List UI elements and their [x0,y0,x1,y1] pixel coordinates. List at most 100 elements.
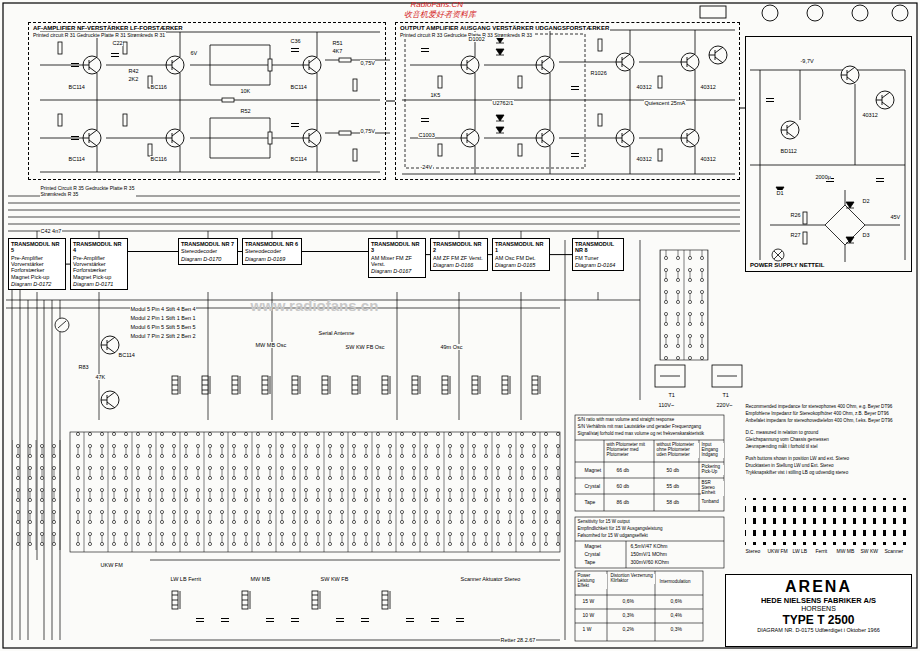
schematic-label: LW LB Ferrit [170,576,201,582]
schematic-label: 86 db [616,500,630,506]
schematic-label: 0,75V [360,128,375,134]
schematic-label: 1 W [582,627,592,633]
schematic-label: 2000µ [815,174,831,180]
schematic-label: 2K2 [128,76,139,82]
schematic-label: SW KW FB [320,576,349,582]
schematic-label: C36 [290,38,301,44]
node-text: Diagram D-0171 [73,281,125,287]
schematic-label: Ferrit [815,549,828,555]
schematic-label: Empfohlene Impedanz für Stereokopfhörer … [745,411,889,416]
node-text: Diagram D-0170 [181,256,235,262]
schematic-label: Recommended impedance for stereophones 4… [745,404,893,409]
title-block: ARENAHEDE NIELSENS FABRIKER A/SHORSENSTY… [725,574,912,647]
schematic-label: 0,4% [670,613,682,619]
schematic-label: 10 W [582,613,595,619]
schematic-label: Gleichspannung vom Chassis gemessen [745,437,829,442]
watermark: www.radiofans.cn [250,298,379,315]
node-text: Stereodecoder [181,248,235,254]
schematic-label: 40312 [862,112,878,118]
node-text: Stereodecoder [245,248,299,254]
node-heading: TRANSMODUL NR 5 [11,241,63,254]
node-text: TYPE T 2500 [730,613,907,627]
node-text: HEDE NIELSENS FABRIKER A/S [730,596,907,605]
schematic-label: Retter 28.2.67 [500,637,536,643]
schematic-label: 1K5 [430,92,441,98]
schematic-label: MW MB [836,549,855,555]
schematic-label: R52 [240,108,251,114]
module-box: TRANSMODUL NR 1AM Osc FM Det.Diagram D-0… [492,238,550,271]
schematic-label: SW KW [860,549,879,555]
schematic-label: 45V [890,214,901,220]
node-text: Diagram D-0167 [371,268,423,274]
schematic-label: C42 4n7 [40,228,62,234]
schematic-label: Scanner Aktuator Stereo [460,576,521,582]
schematic-label: 0,3% [670,627,682,633]
schematic-label: 40312 [636,156,652,162]
schematic-label: Magnet [584,468,602,474]
schematic-label: D1002 [468,36,485,42]
node-heading: TRANSMODUL NR 4 [73,241,125,254]
schematic-label: Crystal [584,552,601,558]
schematic-label: 40312 [636,84,652,90]
node-text: Diagram D-0166 [433,262,485,268]
signal-wire [302,251,368,252]
schematic-label: T1 [722,392,729,398]
schematic-label: with Pfotometer mit Pfotometer med Pfoto… [606,443,653,458]
circuit-board-region: OUTPUT AMPLIFIER AUSGANG VERSTÄRKER UDGA… [395,22,740,180]
module-box: TRANSMODUL NR 4Pre-Amplifier Vorverstärk… [70,238,128,290]
schematic-label: 0,2% [622,627,634,633]
schematic-label: Tape [584,560,596,566]
node-text: AM ZF FM ZF Verst. [433,255,485,261]
node-heading: POWER SUPPLY NETTEIL [749,262,825,268]
node-text: Diagram D-0172 [11,281,63,287]
node-heading: TRANSMODUL NR 7 [181,241,235,247]
module-box: TRANSMODUL NR 2AM ZF FM ZF Verst.Diagram… [430,238,488,271]
schematic-label: 10K [240,88,251,94]
node-heading: TRANSMODUL NR 1 [495,241,547,254]
power-supply-region: POWER SUPPLY NETTEIL [745,36,912,272]
schematic-label: Intermodulation [659,580,691,585]
schematic-label: Push buttons shown in position LW and ex… [745,456,850,461]
schematic-label: Empfindlichkeit für 15 W Ausgangsleistun… [577,527,663,532]
node-text: Diagram D-0165 [495,262,547,268]
node-text: HORSENS [730,605,907,613]
schematic-label: 40312 [700,156,716,162]
schematic-label: 300mV/60 KOhm [630,560,669,566]
schematic-label: Printed Circuit R 35 Gedruckte Platte R … [40,186,136,197]
schematic-label: 40312 [700,84,716,90]
schematic-label: 0,3% [622,613,634,619]
schematic-label: 4K7 [332,48,343,54]
schematic-label: 47K [95,374,106,380]
schematic-label: Modul 7 Pin 2 Stift 2 Ben 2 [130,333,196,339]
schematic-label: Tape [584,500,596,506]
schematic-label: MW MB [250,576,271,582]
schematic-label: R27 [790,232,801,238]
schematic-label: Quiescent 25mA [644,100,686,106]
node-heading: TRANSMODUL NR 6 [245,241,299,247]
schematic-label: D3 [862,232,870,238]
schematic-label: D.C. measured in relation to ground [745,430,819,435]
schematic-label: BSR Stereo Einheit [701,481,724,496]
schematic-label: 60 db [616,484,630,490]
schematic-label: 50 db [666,468,680,474]
signal-wire [386,101,395,102]
schematic-label: 55 db [666,484,680,490]
schematic-label: 110V~ [658,402,675,408]
schematic-label: BC114 [68,84,85,90]
schematic-label: 66 db [616,468,630,474]
schematic-label: BD112 [780,148,797,154]
schematic-label: Modul 5 Pin 4 Stift 4 Ben 4 [130,306,196,312]
node-text: Pre-Amplifier Vorverstärker Forforstærke… [73,255,125,280]
schematic-label: BC114 [290,156,307,162]
schematic-label: Sensitivity for 15 W output [577,520,630,525]
schematic-label: Modul 6 Pin 5 Stift 5 Ben 5 [130,324,196,330]
module-box: TRANSMODUL NR 5Pre-Amplifier Vorverstärk… [8,238,66,290]
schematic-label: R42 [128,68,139,74]
schematic-label: without Pfotometer ohne Pfotometer uden … [656,443,699,458]
module-box: TRANSMODUL NR 6StereodecoderDiagram D-01… [242,238,302,265]
schematic-label: 6,5mV/47 KOhm [630,544,668,550]
node-heading: TRANSMODUL NR 3 [371,241,423,254]
schematic-label: Distortion Verzerrung Klirfaktor [610,574,655,584]
schematic-label: BC116 [150,156,167,162]
node-text: Printed circuit R 33 Gedruckte Platte R … [399,32,533,38]
